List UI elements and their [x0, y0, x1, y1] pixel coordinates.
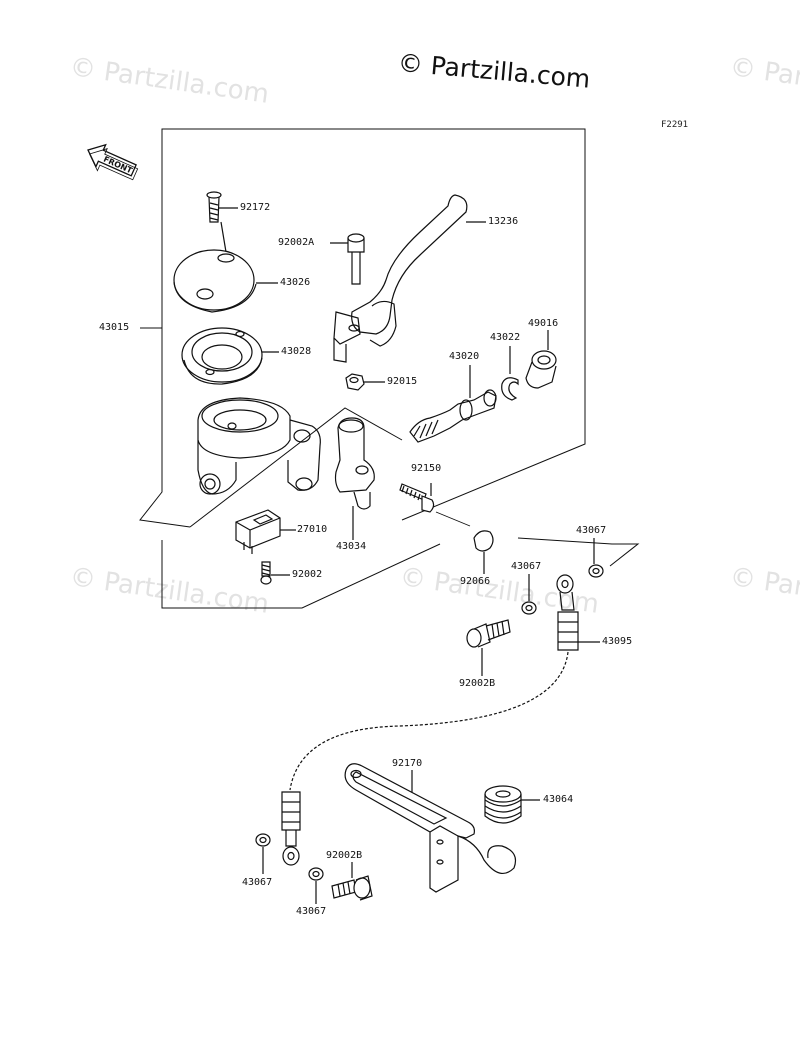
damper-43064 [484, 785, 540, 824]
label-92150: 92150 [411, 463, 442, 474]
holder-43034 [334, 417, 375, 540]
hose-frame [517, 537, 640, 567]
label-13236: 13236 [488, 216, 519, 227]
assembly-frame [139, 128, 586, 609]
label-43015: 43015 [99, 322, 130, 333]
label-43022: 43022 [490, 332, 521, 343]
label-43067-c: 43067 [242, 877, 273, 888]
label-43026: 43026 [280, 277, 311, 288]
label-43034: 43034 [336, 541, 367, 552]
figure-code: F2291 [661, 120, 689, 130]
washer-43067-b [521, 574, 537, 615]
pivot-bolt-92002A [330, 233, 365, 285]
label-92002B: 92002B [459, 678, 496, 689]
label-43095: 43095 [602, 636, 633, 647]
label-43020: 43020 [449, 351, 480, 362]
label-43067-d: 43067 [296, 906, 327, 917]
reservoir-cap-43026 [173, 249, 278, 313]
label-92172: 92172 [240, 202, 271, 213]
label-92002: 92002 [292, 569, 323, 580]
brake-hose [289, 651, 569, 791]
master-cylinder-43015 [197, 397, 321, 495]
brake-lever-13236 [333, 194, 486, 363]
label-92066: 92066 [460, 576, 491, 587]
nut-92015 [345, 373, 385, 391]
diaphragm-43028 [181, 327, 279, 385]
label-43028: 43028 [281, 346, 312, 357]
label-43067-b: 43067 [511, 561, 542, 572]
label-92002A: 92002A [278, 237, 315, 248]
piston-43020 [409, 365, 497, 443]
label-43064: 43064 [543, 794, 574, 805]
label-92015: 92015 [387, 376, 418, 387]
hose-fitting-43095 [556, 574, 600, 651]
switch-27010 [235, 509, 296, 554]
washer-43067-a [588, 538, 604, 578]
washer-43067-d [308, 867, 324, 904]
boot-49016 [525, 330, 557, 389]
bolt-92150 [399, 483, 435, 513]
hose-lower-fitting [281, 791, 301, 866]
reference-line [435, 511, 471, 527]
banjo-bolt-92002B-upper [466, 619, 511, 676]
cap-92066 [473, 530, 494, 574]
label-49016: 49016 [528, 318, 559, 329]
front-arrow-icon: FRONT [87, 143, 139, 181]
bracket-92170 [344, 763, 517, 893]
label-92002B-lower: 92002B [326, 850, 363, 861]
circlip-43022 [501, 346, 519, 401]
washer-43067-c [255, 833, 271, 874]
label-92170: 92170 [392, 758, 423, 769]
label-43067-a: 43067 [576, 525, 607, 536]
label-27010: 27010 [297, 524, 328, 535]
bolt-92002 [260, 561, 290, 585]
banjo-bolt-92002B-lower [331, 862, 373, 901]
screw-92172 [206, 191, 238, 253]
